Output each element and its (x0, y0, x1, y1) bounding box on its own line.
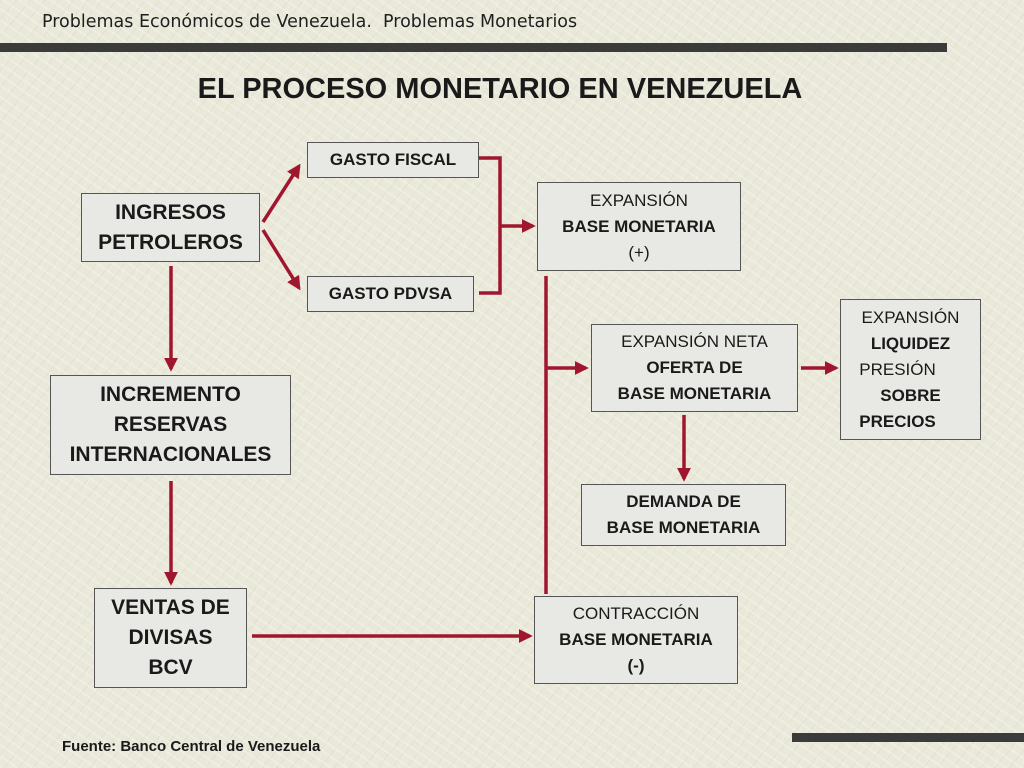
page-title: EL PROCESO MONETARIO EN VENEZUELA (197, 73, 803, 105)
box-expansion-liquidez: EXPANSIÓN LIQUIDEZ PRESIÓN SOBRE PRECIOS (840, 299, 981, 440)
box-incremento-reservas: INCREMENTO RESERVAS INTERNACIONALES (50, 375, 291, 475)
header-divider (0, 43, 947, 52)
box-expansion-neta: EXPANSIÓN NETA OFERTA DE BASE MONETARIA (591, 324, 798, 412)
arrow-ingresos-to-gasto-fiscal (261, 163, 301, 223)
box-gasto-fiscal: GASTO FISCAL (307, 142, 479, 178)
box-gasto-pdvsa: GASTO PDVSA (307, 276, 474, 312)
box-ingresos-petroleros: INGRESOS PETROLEROS (81, 193, 260, 262)
box-contraccion-base-monetaria: CONTRACCIÓN BASE MONETARIA (-) (534, 596, 738, 684)
footer-divider (792, 733, 1024, 742)
box-ventas-divisas: VENTAS DE DIVISAS BCV (94, 588, 247, 688)
slide-header: Problemas Económicos de Venezuela. Probl… (42, 12, 578, 32)
box-expansion-base-monetaria: EXPANSIÓN BASE MONETARIA (+) (537, 182, 741, 271)
box-demanda-base-monetaria: DEMANDA DE BASE MONETARIA (581, 484, 786, 546)
arrow-ingresos-to-gasto-pdvsa (261, 229, 301, 291)
source-footnote: Fuente: Banco Central de Venezuela (62, 738, 321, 755)
bracket-gastos (479, 156, 502, 295)
